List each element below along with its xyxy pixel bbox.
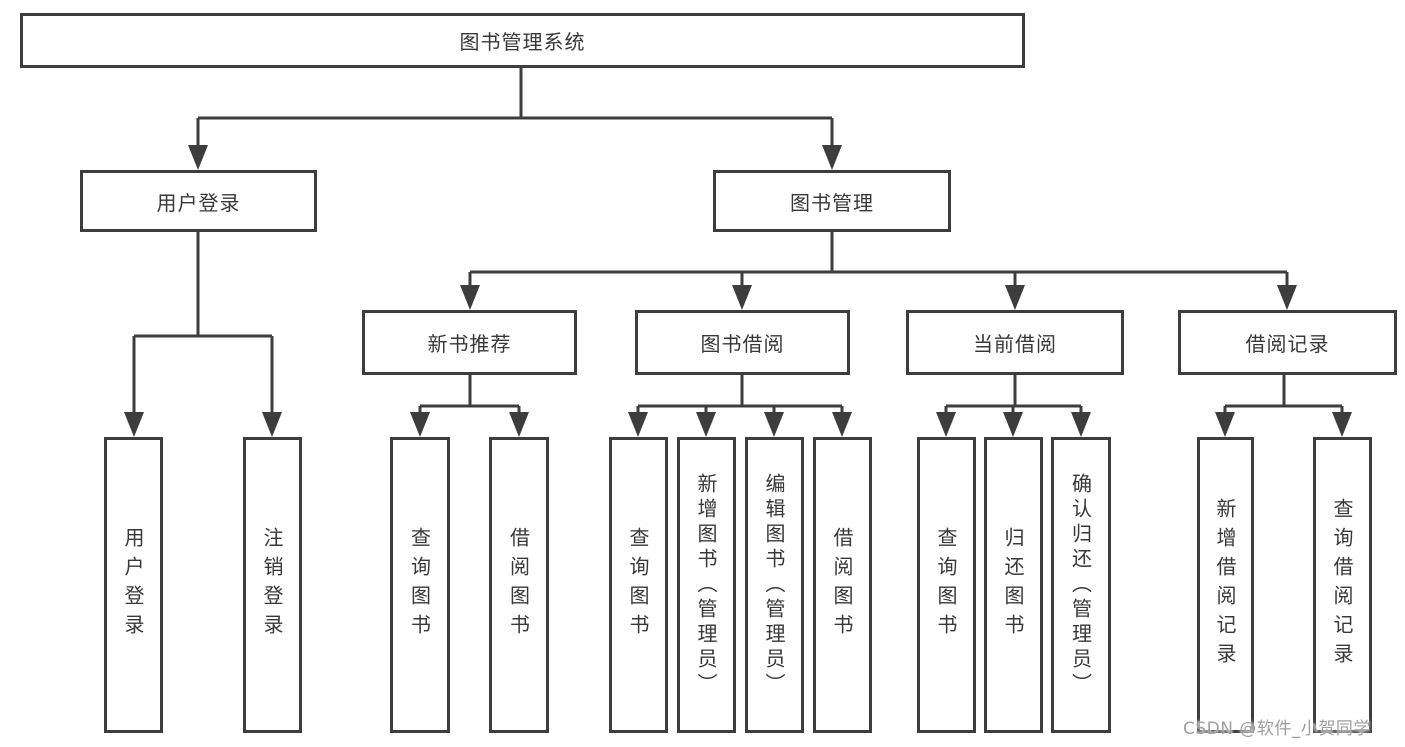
arrowhead-icon — [262, 412, 282, 437]
leaf-user-login: 用户登录 — [104, 437, 163, 733]
leaf-query-borrow-record: 查询借阅记录 — [1313, 437, 1372, 733]
node-book-management: 图书管理 — [713, 170, 951, 232]
arrowhead-icon — [1277, 285, 1297, 310]
node-book-borrow: 图书借阅 — [635, 310, 850, 375]
arrowhead-icon — [1003, 412, 1023, 437]
node-current-borrow: 当前借阅 — [906, 310, 1124, 375]
arrowhead-icon — [188, 145, 208, 170]
arrowhead-icon — [1005, 285, 1025, 310]
node-user-login: 用户登录 — [80, 170, 317, 232]
edge-user-login-children — [124, 232, 282, 437]
edge-new-book-recommend-children — [410, 375, 529, 437]
arrowhead-icon — [1215, 412, 1235, 437]
edge-root-to-level2 — [188, 68, 842, 170]
arrowhead-icon — [1332, 412, 1352, 437]
edge-borrow-record-children — [1215, 375, 1352, 437]
leaf-query-book-borrow: 查询图书 — [609, 437, 668, 733]
arrowhead-icon — [832, 412, 852, 437]
leaf-confirm-return-admin: 确认归还（管理员） — [1051, 437, 1111, 733]
leaf-borrow-book-recommend: 借阅图书 — [489, 437, 549, 733]
arrowhead-icon — [1071, 412, 1091, 437]
arrowhead-icon — [732, 285, 752, 310]
node-borrow-record: 借阅记录 — [1178, 310, 1397, 375]
edge-book-management-children — [460, 232, 1297, 310]
arrowhead-icon — [822, 145, 842, 170]
edge-current-borrow-children — [936, 375, 1091, 437]
leaf-return-book: 归还图书 — [984, 437, 1043, 733]
node-new-book-recommend: 新书推荐 — [362, 310, 577, 375]
arrowhead-icon — [509, 412, 529, 437]
csdn-watermark: CSDN @软件_小贺同学 — [1183, 719, 1371, 739]
arrowhead-icon — [124, 412, 144, 437]
arrowhead-icon — [764, 412, 784, 437]
leaf-add-borrow-record: 新增借阅记录 — [1197, 437, 1254, 733]
arrowhead-icon — [410, 412, 430, 437]
node-root-system: 图书管理系统 — [20, 13, 1025, 68]
arrowhead-icon — [628, 412, 648, 437]
leaf-query-book-recommend: 查询图书 — [390, 437, 450, 733]
leaf-edit-book-admin: 编辑图书（管理员） — [745, 437, 804, 733]
arrowhead-icon — [460, 285, 480, 310]
edge-book-borrow-children — [628, 375, 852, 437]
arrowhead-icon — [696, 412, 716, 437]
leaf-logout-login: 注销登录 — [243, 437, 302, 733]
arrowhead-icon — [936, 412, 956, 437]
leaf-add-book-admin: 新增图书（管理员） — [677, 437, 736, 733]
leaf-borrow-book: 借阅图书 — [813, 437, 872, 733]
leaf-query-book-current: 查询图书 — [917, 437, 976, 733]
